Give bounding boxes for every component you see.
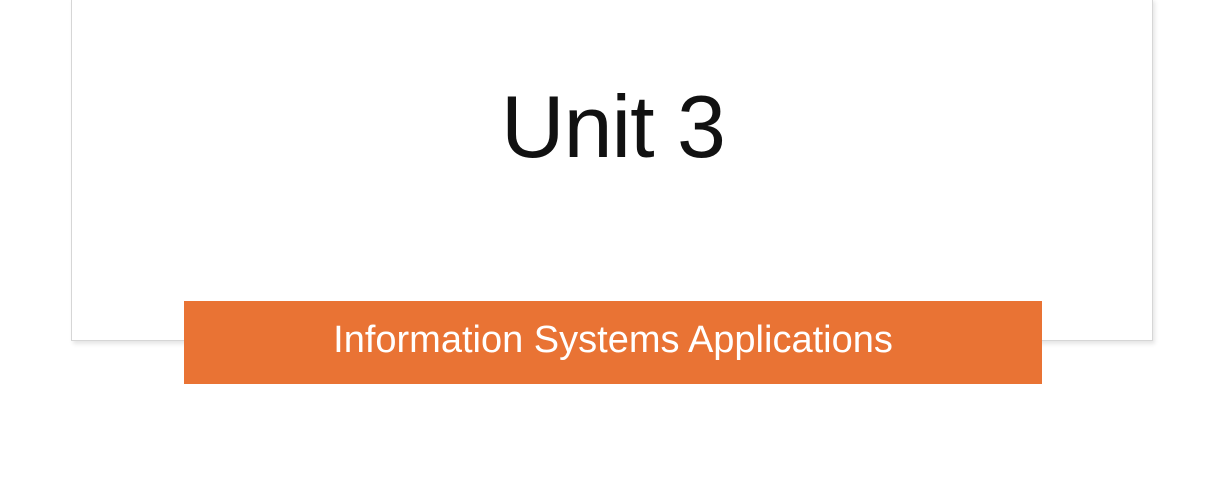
slide-subtitle: Information Systems Applications	[333, 319, 893, 361]
slide-title: Unit 3	[501, 77, 726, 176]
subtitle-banner: Information Systems Applications	[184, 301, 1042, 384]
title-card: Unit 3	[71, 0, 1153, 341]
